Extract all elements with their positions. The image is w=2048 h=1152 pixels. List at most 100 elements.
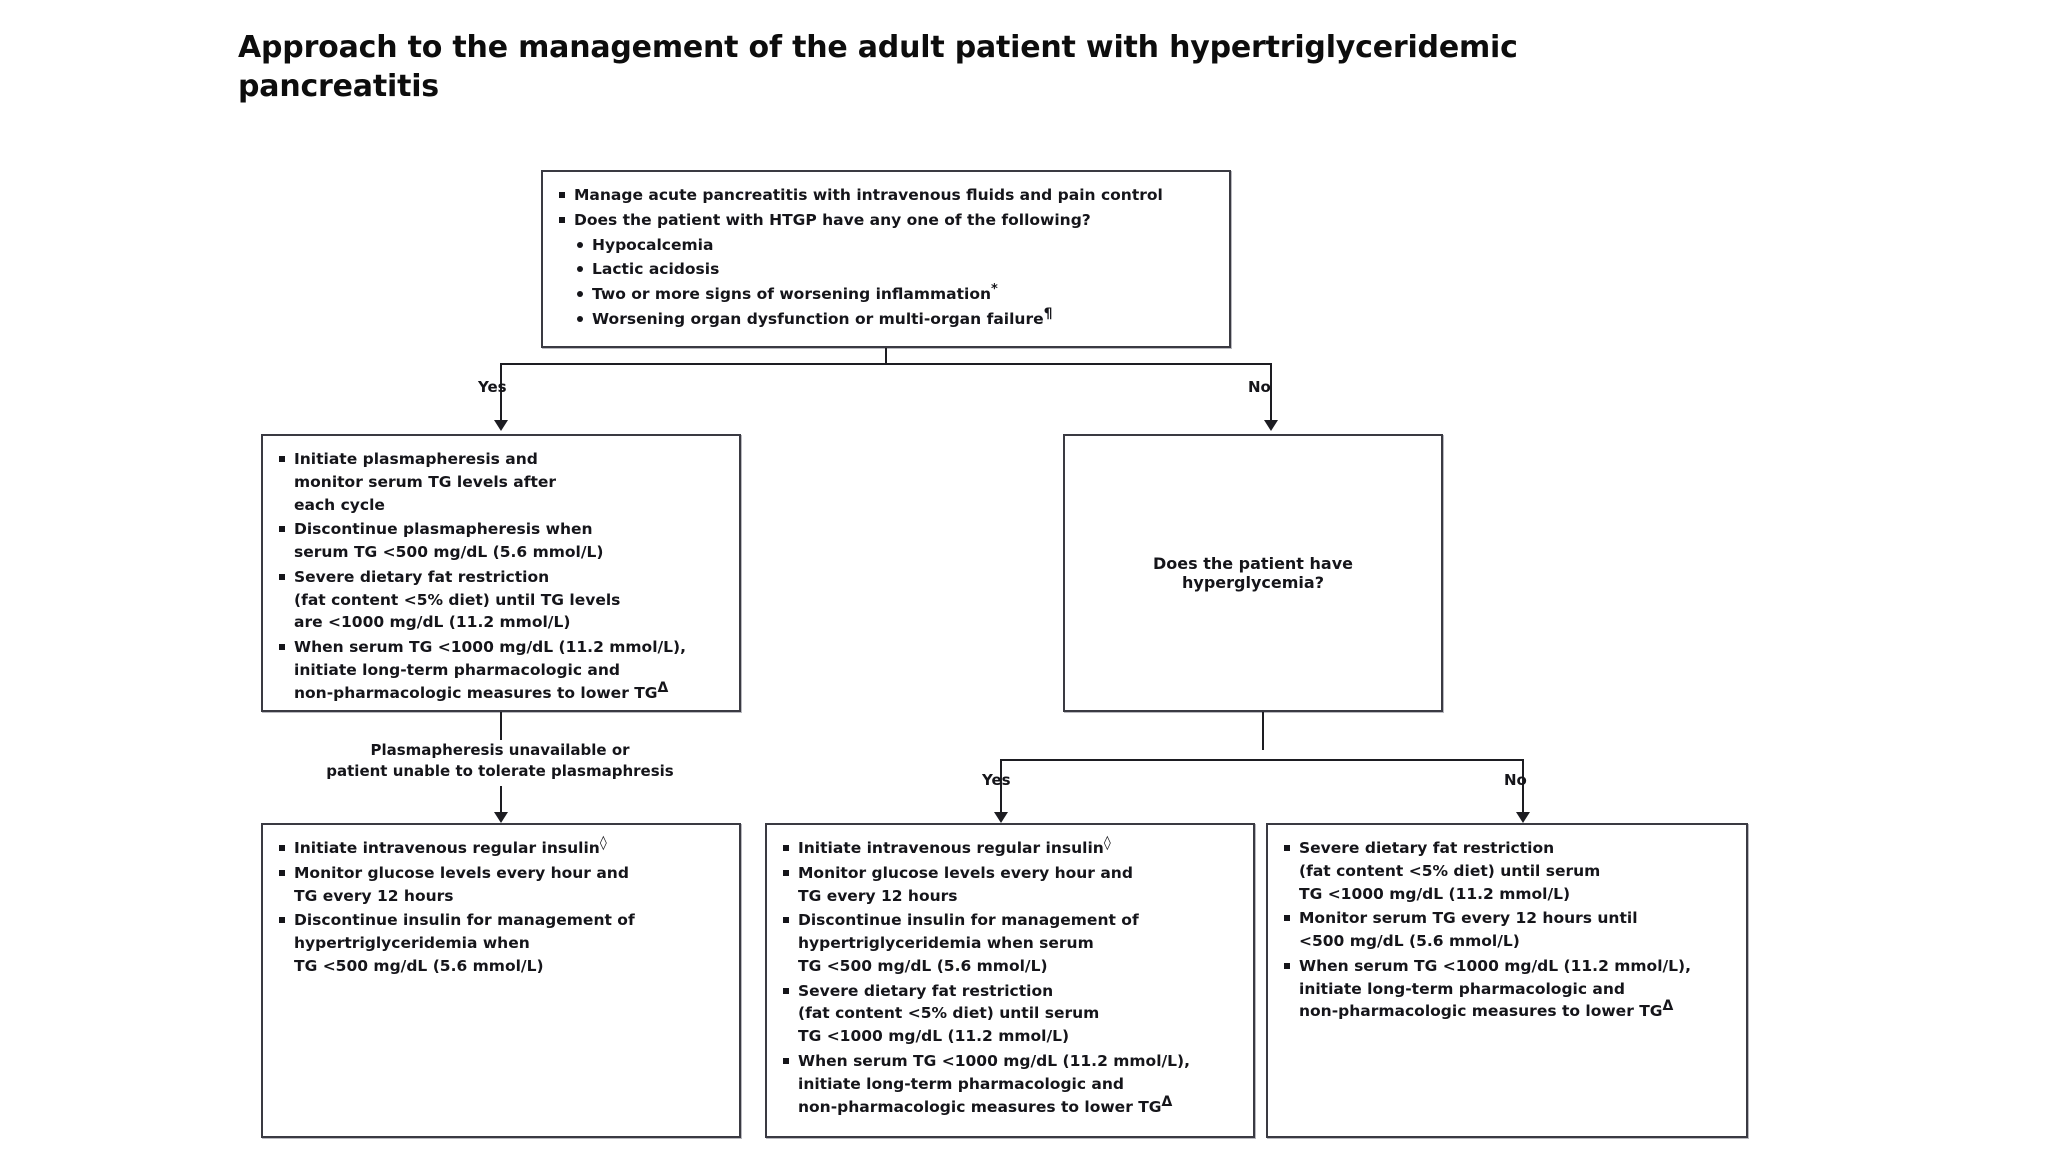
node-diet-hyperglycemia-no-body: Severe dietary fat restriction (fat cont… (1268, 825, 1746, 1035)
bullet-line: initiate long-term pharmacologic and (798, 1074, 1125, 1093)
node-plasmapheresis-arm-body: Initiate plasmapheresis and monitor seru… (263, 436, 739, 717)
bullet-line: TG <500 mg/dL (5.6 mmol/L) (294, 956, 544, 975)
connector-plasmapheresis-to-insulin (500, 786, 502, 814)
bullet-line: Discontinue plasmapheresis when (294, 520, 593, 539)
bullet-line: Initiate intravenous regular insulin (798, 839, 1104, 857)
bullet-line: When serum TG <1000 mg/dL (11.2 mmol/L), (294, 638, 687, 657)
bullet-line: Severe dietary fat restriction (1299, 839, 1555, 857)
node-diet-hyperglycemia-no: Severe dietary fat restriction (fat cont… (1266, 823, 1748, 1138)
bullet-line: hypertriglyceridemia when serum (798, 934, 1094, 953)
bullet-line: monitor serum TG levels after (294, 472, 557, 491)
sub-bullet-text: Two or more signs of worsening inflammat… (592, 285, 992, 304)
sub-bullet-text: Hypocalcemia (592, 235, 714, 254)
bullet-line: non-pharmacologic measures to lower TG (798, 1097, 1162, 1116)
bullet-line: TG every 12 hours (294, 886, 454, 905)
node-initial-assessment-body: Manage acute pancreatitis with intraveno… (543, 172, 1229, 343)
bullet-line: Discontinue insulin for management of (294, 911, 635, 930)
bullet-line: each cycle (294, 495, 385, 514)
bullet-item: Does the patient with HTGP have any one … (557, 209, 1215, 331)
bullet-line: serum TG <500 mg/dL (5.6 mmol/L) (294, 543, 604, 562)
sub-bullet-item: Two or more signs of worsening inflammat… (574, 283, 1215, 306)
bullet-line: Severe dietary fat restriction (294, 567, 550, 586)
connector-plasmapheresis-stem (500, 712, 502, 740)
node-initial-assessment: Manage acute pancreatitis with intraveno… (541, 170, 1231, 348)
footnote-marker-diamond: ◊ (599, 834, 607, 851)
sub-bullet-text: Worsening organ dysfunction or multi-org… (592, 309, 1044, 328)
connector-root-split-bar (500, 363, 1272, 365)
node-insulin-no-plasmapheresis: Initiate intravenous regular insulin◊ Mo… (261, 823, 741, 1138)
node-insulin-hyperglycemia-yes-body: Initiate intravenous regular insulin◊ Mo… (767, 825, 1253, 1130)
connector-hyperglycemia-yes-drop (1000, 759, 1002, 814)
node-hyperglycemia-decision: Does the patient have hyperglycemia? (1063, 434, 1443, 712)
bullet-line: (fat content <5% diet) until serum (1299, 861, 1601, 880)
edge-label-line: patient unable to tolerate plasmaphresis (326, 762, 674, 781)
bullet-line: <500 mg/dL (5.6 mmol/L) (1299, 932, 1520, 951)
edge-label-line: Plasmapheresis unavailable or (370, 741, 630, 759)
edge-label-hyperglycemia-yes: Yes (982, 771, 1011, 789)
footnote-marker-delta: Δ (657, 679, 669, 696)
edge-label-root-yes: Yes (478, 378, 507, 396)
bullet-item: Discontinue plasmapheresis when serum TG… (277, 518, 725, 564)
bullet-line-with-footnote: non-pharmacologic measures to lower TGΔ (1299, 998, 1732, 1023)
footnote-marker-diamond: ◊ (1103, 834, 1111, 851)
bullet-line: TG <500 mg/dL (5.6 mmol/L) (798, 956, 1048, 975)
bullet-item: Monitor glucose levels every hour and TG… (781, 862, 1239, 908)
bullet-item: Severe dietary fat restriction (fat cont… (277, 566, 725, 634)
arrow-hyperglycemia-yes (994, 812, 1008, 823)
footnote-marker-pilcrow: ¶ (1043, 305, 1053, 322)
edge-label-plasmapheresis-fallback: Plasmapheresis unavailable or patient un… (310, 740, 690, 783)
sub-bullet-item: Hypocalcemia (574, 234, 1215, 257)
node-insulin-no-plasmapheresis-body: Initiate intravenous regular insulin◊ Mo… (263, 825, 739, 990)
bullet-text: Does the patient with HTGP have any one … (574, 210, 1091, 229)
bullet-item: When serum TG <1000 mg/dL (11.2 mmol/L),… (1282, 955, 1732, 1023)
bullet-item: Initiate intravenous regular insulin◊ (277, 834, 725, 860)
bullet-item: Severe dietary fat restriction (fat cont… (781, 980, 1239, 1048)
bullet-item: Discontinue insulin for management of hy… (781, 909, 1239, 977)
bullet-line: initiate long-term pharmacologic and (294, 661, 621, 680)
arrow-root-no (1264, 420, 1278, 431)
node-hyperglycemia-decision-text: Does the patient have hyperglycemia? (1153, 554, 1353, 592)
arrow-hyperglycemia-no (1516, 812, 1530, 823)
bullet-item: Initiate intravenous regular insulin◊ (781, 834, 1239, 860)
connector-root-yes-drop (500, 363, 502, 421)
bullet-line: Initiate intravenous regular insulin (294, 839, 600, 857)
bullet-item: When serum TG <1000 mg/dL (11.2 mmol/L),… (781, 1050, 1239, 1118)
bullet-line: Initiate plasmapheresis and (294, 450, 538, 468)
footnote-marker-delta: Δ (1662, 998, 1674, 1015)
arrow-plasmapheresis-to-insulin (494, 812, 508, 823)
edge-label-hyperglycemia-no: No (1504, 771, 1527, 789)
bullet-line: When serum TG <1000 mg/dL (11.2 mmol/L), (798, 1052, 1191, 1071)
sub-bullet-text: Lactic acidosis (592, 260, 720, 279)
bullet-line: non-pharmacologic measures to lower TG (1299, 1002, 1663, 1021)
bullet-item: Initiate plasmapheresis and monitor seru… (277, 448, 725, 516)
bullet-line: Discontinue insulin for management of (798, 911, 1139, 930)
bullet-line: (fat content <5% diet) until TG levels (294, 590, 621, 609)
bullet-line-with-footnote: non-pharmacologic measures to lower TGΔ (294, 679, 725, 705)
connector-hyperglycemia-stem (1262, 712, 1264, 750)
bullet-line-with-footnote: Initiate intravenous regular insulin◊ (798, 834, 1239, 860)
bullet-item: Discontinue insulin for management of hy… (277, 909, 725, 977)
bullet-item: Manage acute pancreatitis with intraveno… (557, 184, 1215, 207)
connector-root-no-drop (1270, 363, 1272, 421)
bullet-line: hypertriglyceridemia when (294, 934, 530, 953)
bullet-line: When serum TG <1000 mg/dL (11.2 mmol/L), (1299, 956, 1692, 975)
arrow-root-yes (494, 420, 508, 431)
node-insulin-hyperglycemia-yes: Initiate intravenous regular insulin◊ Mo… (765, 823, 1255, 1138)
bullet-line-with-footnote: non-pharmacologic measures to lower TGΔ (798, 1093, 1239, 1119)
bullet-line: TG every 12 hours (798, 886, 958, 905)
footnote-marker-asterisk: * (991, 281, 998, 297)
bullet-line: Severe dietary fat restriction (798, 981, 1054, 1000)
bullet-text: Manage acute pancreatitis with intraveno… (574, 186, 1163, 204)
bullet-line: TG <1000 mg/dL (11.2 mmol/L) (1299, 884, 1571, 903)
bullet-line: are <1000 mg/dL (11.2 mmol/L) (294, 613, 571, 632)
sub-bullet-item: Worsening organ dysfunction or multi-org… (574, 305, 1215, 331)
footnote-marker-delta: Δ (1161, 1093, 1173, 1110)
node-plasmapheresis-arm: Initiate plasmapheresis and monitor seru… (261, 434, 741, 712)
bullet-line: initiate long-term pharmacologic and (1299, 979, 1626, 998)
bullet-line: Monitor glucose levels every hour and (798, 863, 1133, 882)
connector-hyperglycemia-split-bar (1000, 759, 1524, 761)
bullet-item: Severe dietary fat restriction (fat cont… (1282, 837, 1732, 905)
connector-hyperglycemia-no-drop (1522, 759, 1524, 814)
sub-bullet-item: Lactic acidosis (574, 258, 1215, 281)
